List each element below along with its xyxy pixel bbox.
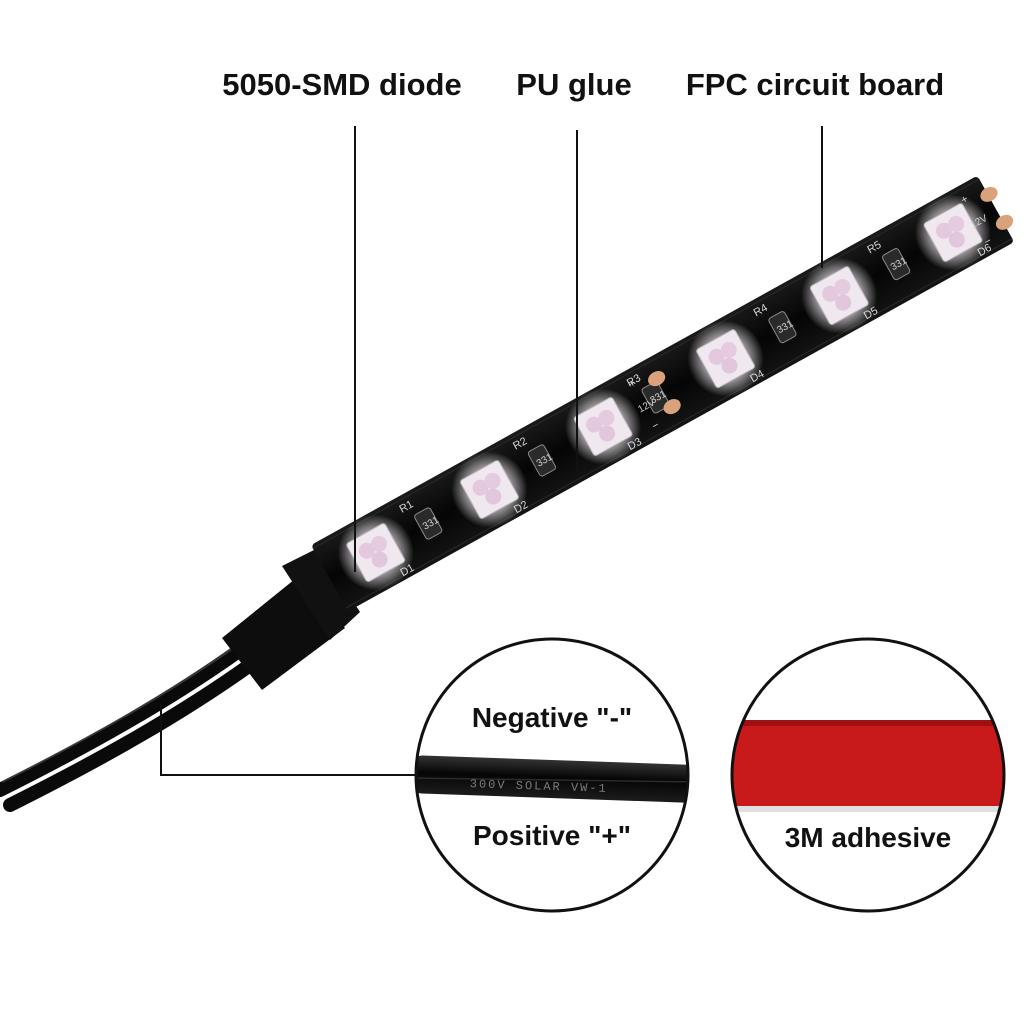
heat-shrink-connector <box>222 548 360 690</box>
pad-minus: − <box>650 419 661 433</box>
led-die <box>822 285 839 302</box>
resistor-designator: R5 <box>865 239 883 256</box>
fpc-label: FPC circuit board <box>686 67 944 102</box>
led-chip <box>346 523 406 582</box>
pad-plus: + <box>627 377 638 391</box>
resistor <box>641 381 670 414</box>
diode-designator: D1 <box>398 562 416 579</box>
power-cable <box>0 643 257 812</box>
solder-pad <box>663 399 681 415</box>
led-strip: D1D2D3D4D5D6331R1331R2331R3331R4331R5+12… <box>312 177 1014 611</box>
pad-minus: − <box>982 235 993 249</box>
adhesive-detail-inset: 3M adhesive <box>730 637 1006 913</box>
solder-pad <box>995 214 1014 230</box>
resistor-designator: R3 <box>625 372 643 389</box>
adhesive-tape <box>732 720 1004 812</box>
led-die <box>948 215 965 232</box>
wire-callout-line <box>160 705 416 776</box>
diode-designator: D4 <box>748 368 766 385</box>
led-die <box>720 341 737 358</box>
led-die <box>484 472 501 489</box>
led-die <box>485 488 502 505</box>
led-die <box>835 294 852 311</box>
led-die <box>598 409 615 426</box>
positive-wire-label: Positive "+" <box>473 820 631 851</box>
diode-designator: D3 <box>626 436 644 453</box>
led-die <box>358 542 375 559</box>
led-die <box>721 357 738 374</box>
led-die <box>472 479 489 496</box>
pad-plus: + <box>959 193 970 207</box>
led-die <box>586 416 603 433</box>
glue-label: PU glue <box>516 67 631 102</box>
solder-pad <box>648 371 666 387</box>
led-chip <box>923 203 983 262</box>
diode-label: 5050-SMD diode <box>222 67 461 102</box>
led-chip <box>696 329 755 388</box>
led-die <box>370 535 387 552</box>
resistor <box>414 507 443 540</box>
resistor <box>768 311 797 344</box>
diode-designator: D2 <box>512 499 530 516</box>
resistor-designator: R1 <box>397 498 415 515</box>
led-die <box>371 551 388 568</box>
led-die <box>599 425 616 442</box>
adhesive-label: 3M adhesive <box>785 822 952 853</box>
led-die <box>935 222 952 239</box>
led-chip <box>573 397 633 456</box>
diode-designator: D6 <box>976 242 994 259</box>
resistor-designator: R4 <box>752 302 770 319</box>
resistor <box>882 248 911 281</box>
callout-lines <box>160 126 823 776</box>
negative-wire-label: Negative "-" <box>472 702 632 733</box>
resistor <box>527 444 557 477</box>
resistor-designator: R2 <box>511 435 529 452</box>
led-chip <box>809 266 869 325</box>
led-die <box>708 348 725 365</box>
wire-closeup <box>416 755 688 803</box>
wire-detail-inset: 300V SOLAR VW-1 Negative "-" Positive "+… <box>414 637 690 913</box>
solder-pad <box>980 186 998 202</box>
led-chip <box>460 460 519 519</box>
led-die <box>834 278 851 295</box>
wire-print-text: 300V SOLAR VW-1 <box>470 777 608 796</box>
led-die <box>948 231 965 248</box>
diode-designator: D5 <box>862 305 880 322</box>
